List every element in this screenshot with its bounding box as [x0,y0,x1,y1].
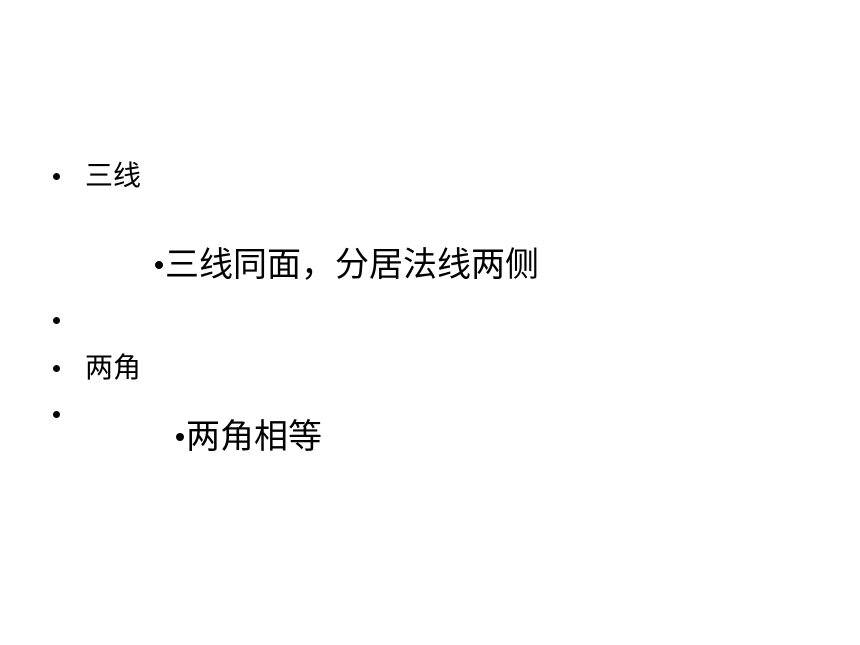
bullet-dot [53,316,60,324]
sub-bullet-item-2: 两角相等 [176,417,322,457]
bullet-dot [53,172,60,180]
bullet-label: 两角 [85,351,142,384]
bullet-dot [53,364,60,372]
bullet-item-empty-2 [53,399,60,429]
sub-bullet-dot [155,261,163,269]
sub-bullet-text: 三线同面，分居法线两侧 [165,245,539,285]
sub-bullet-dot [176,433,184,441]
bullet-item-sanxian: 三线 [53,160,141,192]
bullet-item-liangjiao: 两角 [53,352,141,384]
sub-bullet-text: 两角相等 [186,417,322,457]
bullet-item-empty-1 [53,305,60,335]
bullet-dot [53,410,60,418]
bullet-label: 三线 [85,159,142,192]
sub-bullet-item-1: 三线同面，分居法线两侧 [155,245,539,285]
